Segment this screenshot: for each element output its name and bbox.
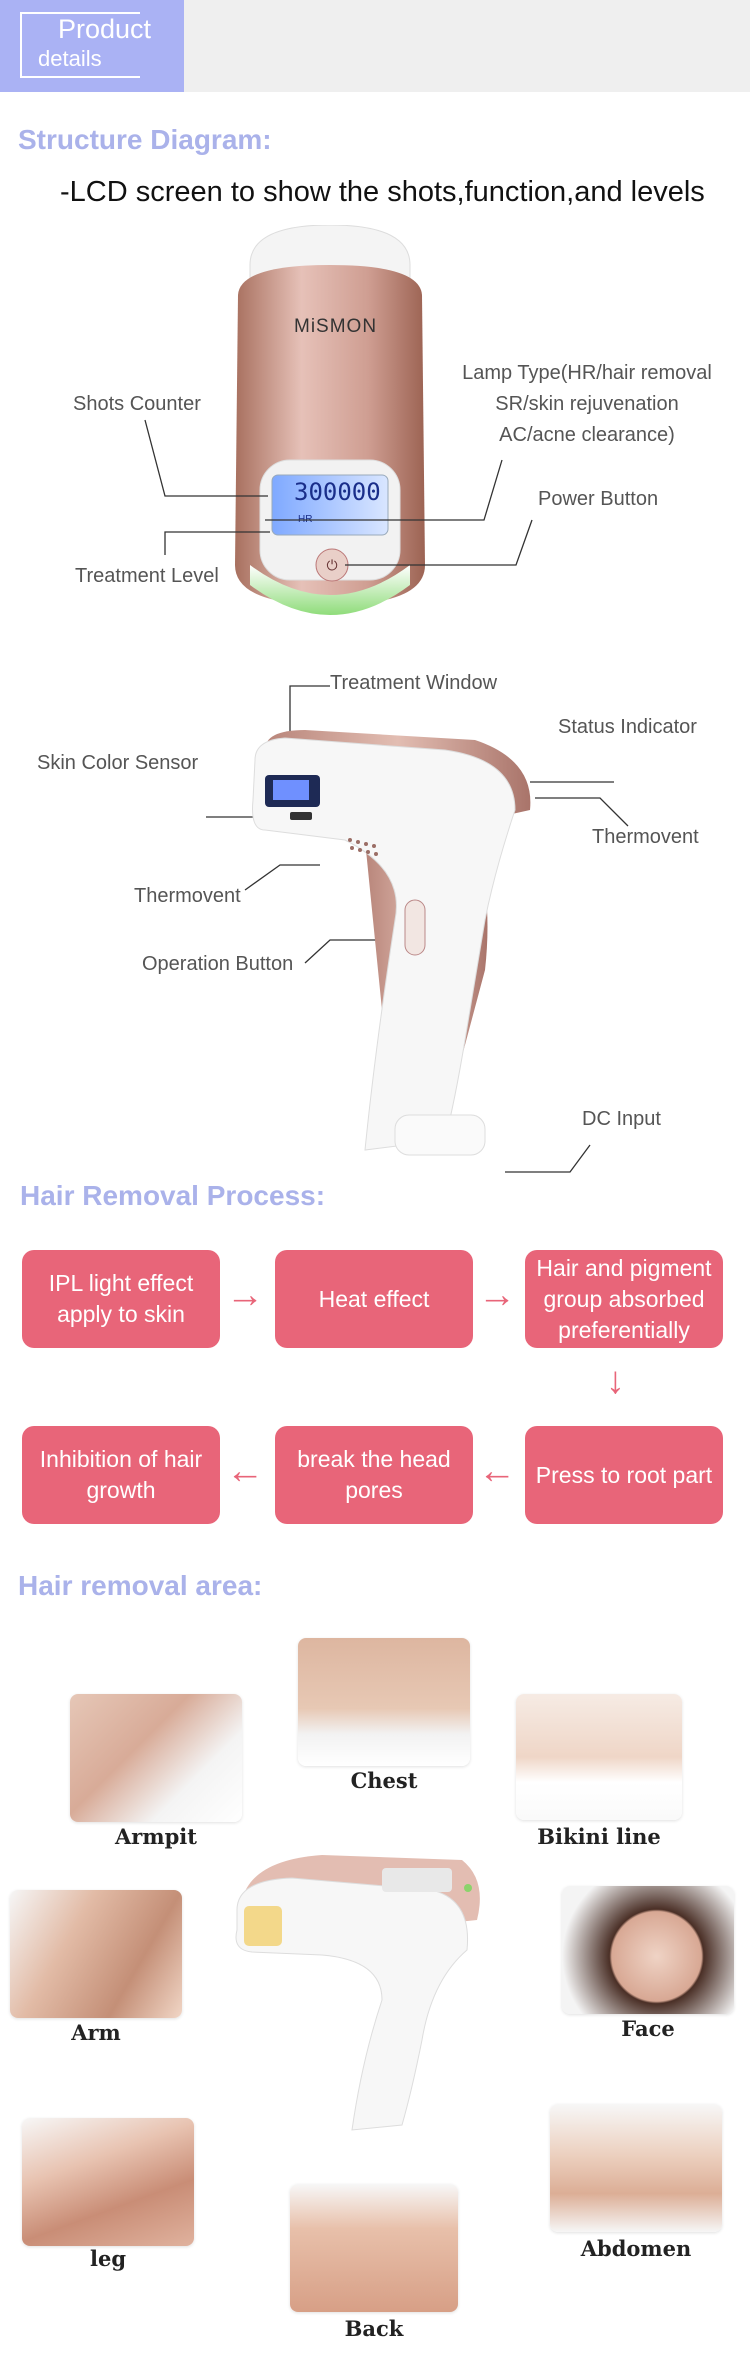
callout-treatment-level: Treatment Level: [75, 565, 219, 587]
product-details-tag: Product details: [0, 0, 184, 92]
process-step-inhibition: Inhibition of hair growth: [22, 1426, 220, 1524]
device-brand-logo: MiSMON: [294, 316, 378, 337]
chest-photo: [298, 1638, 470, 1766]
arrow-left-icon: ←: [478, 1450, 516, 1492]
callout-thermovent-left: Thermovent: [134, 885, 241, 907]
callout-status-indicator: Status Indicator: [558, 716, 697, 738]
leg-label: leg: [89, 2246, 127, 2271]
callout-operation-button: Operation Button: [142, 953, 294, 975]
svg-text:⏻: ⏻: [326, 558, 337, 574]
process-step-break-pores: break the head pores: [275, 1426, 473, 1524]
callout-skin-color-sensor: Skin Color Sensor: [37, 752, 199, 774]
device-side-illustration: [252, 730, 531, 1156]
hair-removal-area-title: Hair removal area:: [18, 1570, 263, 1601]
bikini-line-photo: [516, 1694, 682, 1820]
callout-dc-input: DC Input: [582, 1108, 661, 1130]
tag-line-details: details: [38, 46, 102, 71]
arrow-down-icon: ↓: [606, 1360, 625, 1402]
face-photo: [562, 1886, 734, 2014]
device-center-illustration: [235, 1855, 480, 2131]
structure-diagram-title: Structure Diagram:: [18, 124, 272, 155]
process-step-absorbed: Hair and pigment group absorbed preferen…: [525, 1250, 723, 1348]
back-label: Back: [344, 2316, 404, 2341]
callout-power-button: Power Button: [538, 488, 659, 510]
lamp-type-line-3: AC/acne clearance): [499, 424, 675, 446]
bikini-line-label: Bikini line: [537, 1824, 661, 1849]
face-label: Face: [621, 2016, 675, 2041]
lamp-type-line-2: SR/skin rejuvenation: [495, 393, 679, 415]
tag-line-product: Product: [58, 14, 152, 44]
callout-thermovent-right: Thermovent: [592, 826, 699, 848]
lcd-description: -LCD screen to show the shots,function,a…: [60, 176, 705, 208]
callout-treatment-window: Treatment Window: [330, 672, 498, 694]
armpit-photo: [70, 1694, 242, 1822]
leg-photo: [22, 2118, 194, 2246]
abdomen-label: Abdomen: [580, 2236, 692, 2261]
armpit-label: Armpit: [115, 1824, 197, 1849]
callout-shots-counter: Shots Counter: [73, 393, 201, 415]
arrow-right-icon: →: [226, 1274, 264, 1316]
callout-lamp-type: Lamp Type(HR/hair removal SR/skin rejuve…: [452, 358, 722, 451]
back-photo: [290, 2184, 458, 2312]
hair-removal-process-title: Hair Removal Process:: [20, 1180, 326, 1211]
process-step-press-root: Press to root part: [525, 1426, 723, 1524]
tag-frame: [20, 12, 140, 78]
arm-label: Arm: [71, 2020, 121, 2045]
arrow-left-icon: ←: [226, 1450, 264, 1492]
chest-label: Chest: [350, 1768, 418, 1793]
process-step-ipl-light: IPL light effect apply to skin: [22, 1250, 220, 1348]
process-step-heat-effect: Heat effect: [275, 1250, 473, 1348]
arm-photo: [10, 1890, 182, 2018]
lamp-type-line-1: Lamp Type(HR/hair removal: [462, 362, 712, 384]
lcd-shot-digits: 300000: [294, 478, 381, 506]
arrow-right-icon: →: [478, 1274, 516, 1316]
abdomen-photo: [550, 2104, 722, 2232]
